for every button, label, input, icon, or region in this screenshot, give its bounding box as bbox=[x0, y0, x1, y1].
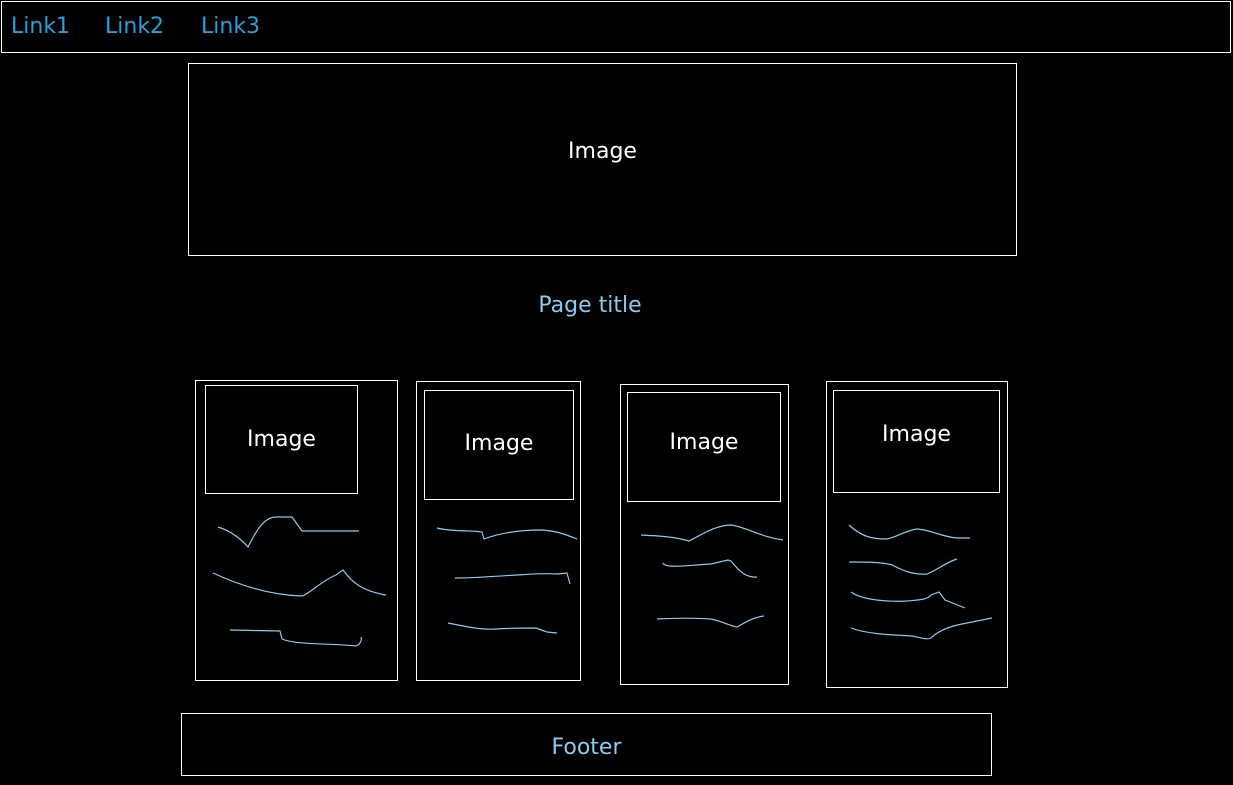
card-1-image-label: Image bbox=[247, 427, 316, 452]
hero-image: Image bbox=[188, 63, 1017, 256]
card-2-image-label: Image bbox=[464, 431, 534, 456]
card-2-text-placeholder bbox=[436, 527, 578, 634]
card-1-image: Image bbox=[205, 385, 358, 494]
card-1[interactable]: Image bbox=[195, 380, 398, 681]
page-title: Page title bbox=[538, 293, 642, 318]
nav-link-2[interactable]: Link2 bbox=[105, 14, 165, 39]
footer: Footer bbox=[181, 713, 992, 776]
card-3-image-label: Image bbox=[669, 430, 739, 455]
top-nav: Link1 Link2 Link3 bbox=[1, 1, 1231, 53]
card-2[interactable]: Image bbox=[416, 381, 581, 681]
card-3[interactable]: Image bbox=[620, 384, 789, 685]
footer-label: Footer bbox=[551, 735, 622, 760]
card-4[interactable]: Image bbox=[826, 381, 1008, 688]
card-4-image-label: Image bbox=[882, 422, 951, 447]
card-3-text-placeholder bbox=[640, 524, 784, 628]
card-1-text-placeholder bbox=[212, 516, 387, 647]
hero-image-label: Image bbox=[568, 139, 637, 164]
card-3-image: Image bbox=[627, 392, 781, 502]
card-4-image: Image bbox=[833, 390, 1000, 493]
nav-link-1[interactable]: Link1 bbox=[11, 14, 71, 39]
nav-link-3[interactable]: Link3 bbox=[201, 14, 261, 39]
card-2-image: Image bbox=[424, 390, 574, 500]
card-4-text-placeholder bbox=[848, 524, 993, 640]
